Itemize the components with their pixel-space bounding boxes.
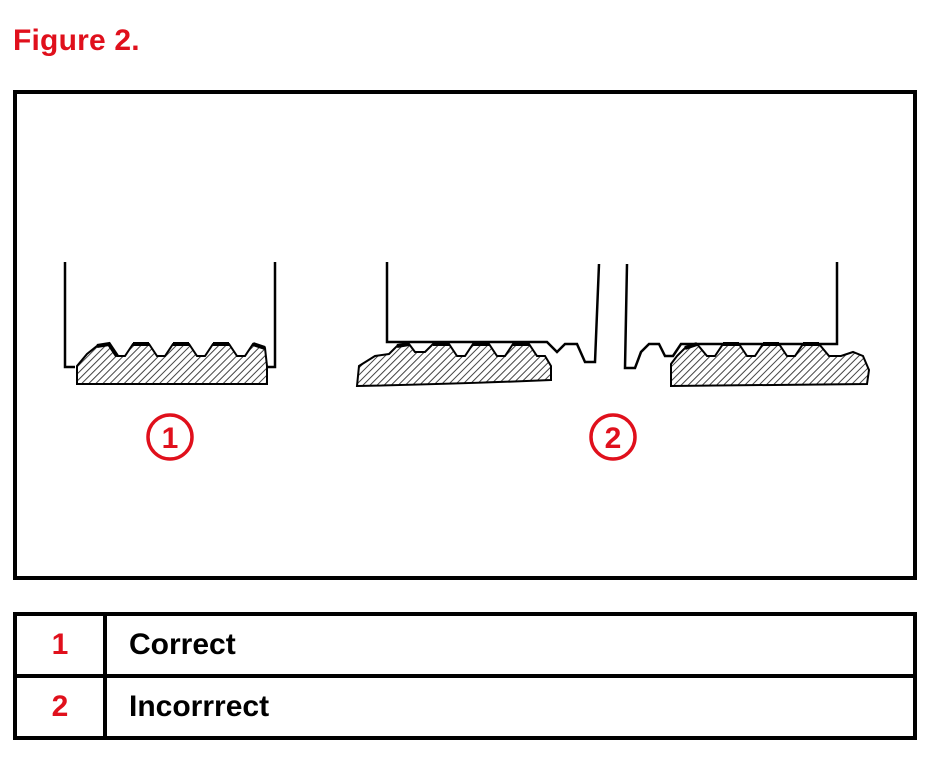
legend-description: Correct [103,612,917,678]
belt-ribs [684,342,819,350]
figure-frame: 1 2 [13,90,917,580]
correct-belt-illustration [63,262,277,385]
incorrect-belt-right-illustration [623,262,871,388]
belt-cross-section [670,342,871,388]
pulley-groove-outline-right [265,262,277,369]
pulley-groove-outline [385,262,601,364]
belt-ribs [396,342,529,348]
legend-number: 1 [13,612,107,678]
legend-description: Incorrrect [103,674,917,740]
legend-table: 1 Correct 2 Incorrrect [13,612,917,740]
callout-2: 2 [589,413,637,461]
callout-1: 1 [146,413,194,461]
figure-title: Figure 2. [13,24,140,57]
callout-1-label: 1 [162,422,179,455]
legend-row: 1 Correct [13,612,917,678]
belt-pulley-diagram: 1 2 [63,262,871,461]
callout-2-label: 2 [605,422,622,455]
pulley-groove-outline-left [63,262,75,369]
legend-row: 2 Incorrrect [13,674,917,740]
belt-cross-section [355,342,552,388]
belt-ribs [96,341,266,358]
incorrect-belt-left-illustration [355,262,601,388]
belt-cross-section [76,342,268,385]
legend-number: 2 [13,674,107,740]
